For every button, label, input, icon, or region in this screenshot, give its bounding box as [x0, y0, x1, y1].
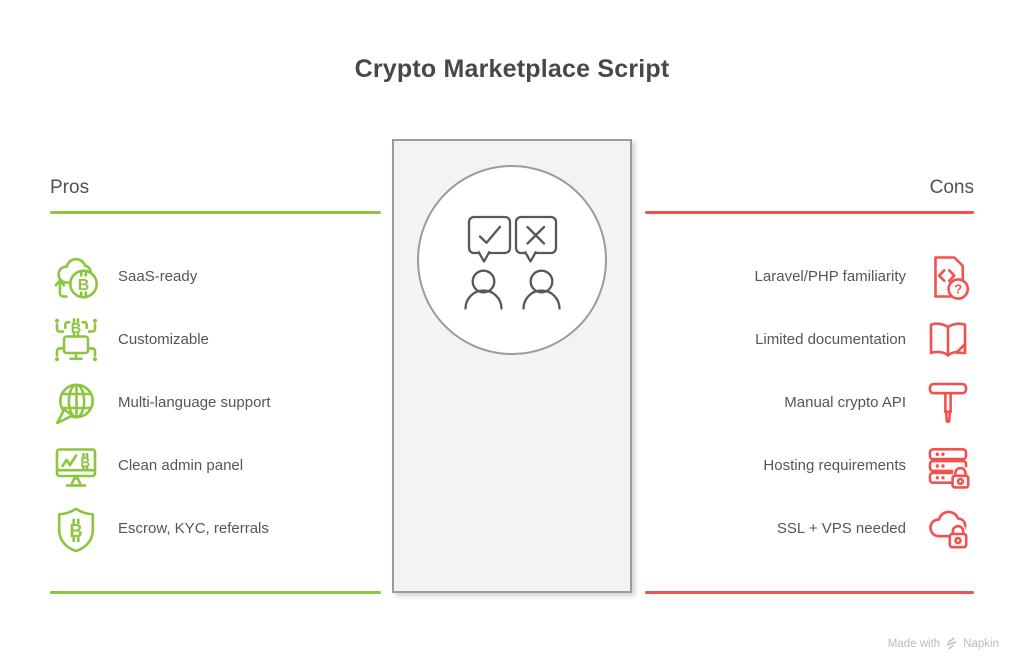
cons-item: SSL + VPS needed: [645, 497, 974, 560]
cons-bottom-divider: [645, 591, 974, 594]
cons-item-label: Manual crypto API: [784, 394, 906, 411]
cons-item: Manual crypto API: [645, 371, 974, 434]
cloud-bitcoin-upload-icon: B: [50, 251, 102, 303]
bitcoin-glyph: B: [70, 521, 83, 541]
bitcoin-glyph: B: [80, 455, 90, 470]
cloud-lock-icon: [922, 503, 974, 555]
globe-speech-icon: [50, 377, 102, 429]
pros-item-label: SaaS-ready: [118, 268, 198, 285]
pros-item-label: Customizable: [118, 331, 209, 348]
cons-header: Cons: [929, 177, 974, 198]
pros-item: B Escrow, KYC, referrals: [50, 497, 381, 560]
cons-item-label: SSL + VPS needed: [776, 520, 906, 537]
pros-items: B SaaS-ready: [50, 245, 381, 560]
pros-item: B Customizable: [50, 308, 381, 371]
circuit-bitcoin-monitor-icon: B: [50, 314, 102, 366]
pros-bottom-divider: [50, 591, 381, 594]
napkin-attribution-link[interactable]: Made with Napkin: [888, 637, 999, 650]
pros-item: B Clean admin panel: [50, 434, 381, 497]
pros-item: Multi-language support: [50, 371, 381, 434]
monitor-chart-bitcoin-icon: B: [50, 440, 102, 492]
shield-bitcoin-icon: B: [50, 503, 102, 555]
code-file-question-icon: ?: [922, 251, 974, 303]
cons-item: Hosting requirements: [645, 434, 974, 497]
pros-item: B SaaS-ready: [50, 245, 381, 308]
pros-column: Pros B: [50, 177, 381, 594]
open-book-icon: [922, 314, 974, 366]
t-wrench-icon: [922, 377, 974, 429]
people-feedback-icon: [464, 215, 561, 310]
cons-item-label: Limited documentation: [755, 331, 906, 348]
pros-item-label: Multi-language support: [118, 394, 271, 411]
bitcoin-glyph: B: [71, 321, 81, 337]
napkin-logo-icon: [946, 637, 957, 650]
pros-top-divider: [50, 211, 381, 214]
center-panel: [392, 139, 632, 593]
cons-items: Laravel/PHP familiarity ? Limited docume…: [645, 245, 974, 560]
server-lock-icon: [922, 440, 974, 492]
pros-item-label: Clean admin panel: [118, 457, 244, 474]
decision-circle: [417, 165, 607, 355]
napkin-brand-text: Napkin: [963, 637, 999, 650]
cons-top-divider: [645, 211, 974, 214]
cons-item-label: Laravel/PHP familiarity: [754, 268, 906, 285]
cons-item-label: Hosting requirements: [763, 457, 906, 474]
cons-item: Limited documentation: [645, 308, 974, 371]
made-with-text: Made with: [887, 637, 941, 650]
cons-column: Cons Laravel/PHP familiarity ? Limited d…: [645, 177, 974, 594]
question-glyph: ?: [954, 281, 962, 296]
bitcoin-glyph: B: [78, 276, 90, 293]
pros-item-label: Escrow, KYC, referrals: [118, 520, 269, 537]
cons-item: Laravel/PHP familiarity ?: [645, 245, 974, 308]
pros-header: Pros: [50, 177, 90, 198]
page-title: Crypto Marketplace Script: [354, 55, 670, 83]
